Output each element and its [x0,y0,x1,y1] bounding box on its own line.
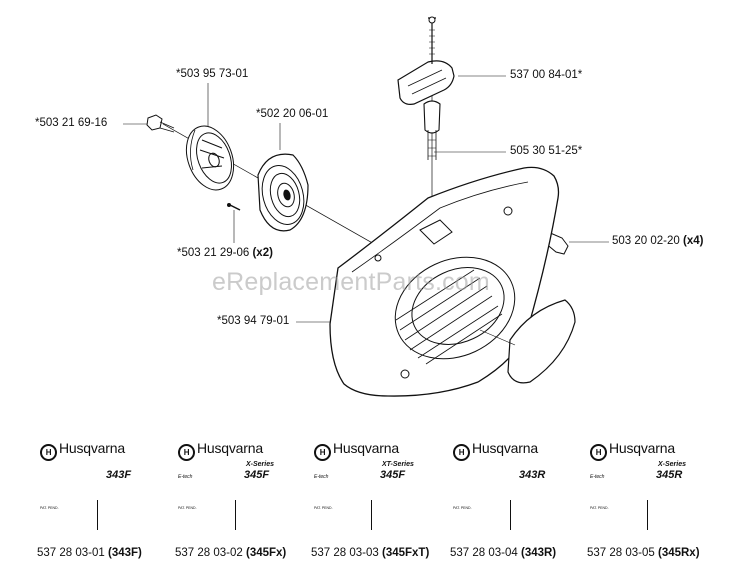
label-537-00-84-01[interactable]: 537 00 84-01* [510,69,582,81]
model-text: 343F [106,469,132,481]
pin-503-21-29-06 [227,203,241,211]
decal-leader-line [97,500,98,530]
spring-cassette-502-20-06-01 [257,153,309,232]
part-number-text: 537 28 03-02 [175,547,246,559]
decal-part-number[interactable]: 537 28 03-01 (343F) [37,547,142,559]
label-503-21-29-06[interactable]: *503 21 29-06 (x2) [177,247,273,259]
variant-text: (345Fx) [245,547,287,559]
part-number-text: 537 28 03-05 [587,547,658,559]
part-number-text: 537 28 03-03 [311,547,382,559]
label-502-20-06-01[interactable]: *502 20 06-01 [256,108,328,120]
decal-leader-line [510,500,511,530]
decal-part-number[interactable]: 537 28 03-03 (345FxT) [311,547,429,559]
label-qty: (x2) [252,247,273,259]
part-number-text: 537 28 03-04 [450,547,521,559]
variant-text: (343R) [520,547,557,559]
label-text: *503 94 79-01 [217,315,290,327]
handle-grip-505-30-51-25 [423,100,441,160]
label-503-21-69-16[interactable]: *503 21 69-16 [35,117,107,129]
decal-sticker [479,299,576,384]
variant-text: (345FxT) [381,547,430,559]
husqvarna-crown-icon: H [314,444,331,461]
series-text: XT-Series [382,461,414,468]
label-text: 503 20 02-20 [612,235,680,247]
decal-leader-line [235,500,236,530]
pat-pend-text: PAT. PEND. [590,506,609,510]
series-text: X-Series [246,461,275,468]
model-text: 343R [519,469,546,481]
decal-part-number[interactable]: 537 28 03-02 (345Fx) [175,547,286,559]
label-text: *503 95 73-01 [176,68,249,80]
brand-text: Husqvarna [197,440,263,456]
etech-text: E-tech [178,474,193,480]
pat-pend-text: PAT. PEND. [453,506,472,510]
husqvarna-crown-icon: H [453,444,470,461]
label-text: *503 21 29-06 [177,247,250,259]
variant-text: (345Rx) [657,547,700,559]
watermark: eReplacementParts.com [212,268,490,296]
husqvarna-crown-icon: H [40,444,57,461]
label-503-94-79-01[interactable]: *503 94 79-01 [217,315,289,327]
decal-leader-line [371,500,372,530]
series-text: X-Series [658,461,687,468]
variant-text: (343F) [107,547,142,559]
model-text: 345F [244,469,270,481]
brand-text: Husqvarna [333,440,399,456]
brand-text: Husqvarna [609,440,675,456]
label-text: 537 00 84-01* [510,69,583,81]
pat-pend-text: PAT. PEND. [314,506,333,510]
screw-503-21-69-16 [146,114,175,133]
model-text: 345R [656,469,683,481]
part-number-text: 537 28 03-01 [37,547,108,559]
label-qty: (x4) [683,235,704,247]
decal-part-number[interactable]: 537 28 03-04 (343R) [450,547,556,559]
label-505-30-51-25[interactable]: 505 30 51-25* [510,145,582,157]
model-text: 345F [380,469,406,481]
label-text: *503 21 69-16 [35,117,108,129]
decal-leader-line [647,500,648,530]
etech-text: E-tech [590,474,605,480]
starter-handle-537-00-84-01 [397,16,455,105]
decal-part-number[interactable]: 537 28 03-05 (345Rx) [587,547,700,559]
etech-text: E-tech [314,474,329,480]
label-503-20-02-20[interactable]: 503 20 02-20 (x4) [612,235,703,247]
label-text: *502 20 06-01 [256,108,329,120]
pat-pend-text: PAT. PEND. [178,506,197,510]
brand-text: Husqvarna [59,440,125,456]
label-503-95-73-01[interactable]: *503 95 73-01 [176,68,248,80]
label-text: 505 30 51-25* [510,145,583,157]
husqvarna-crown-icon: H [590,444,607,461]
brand-text: Husqvarna [472,440,538,456]
pat-pend-text: PAT. PEND. [40,506,59,510]
pulley-503-95-73-01 [185,125,235,191]
husqvarna-crown-icon: H [178,444,195,461]
